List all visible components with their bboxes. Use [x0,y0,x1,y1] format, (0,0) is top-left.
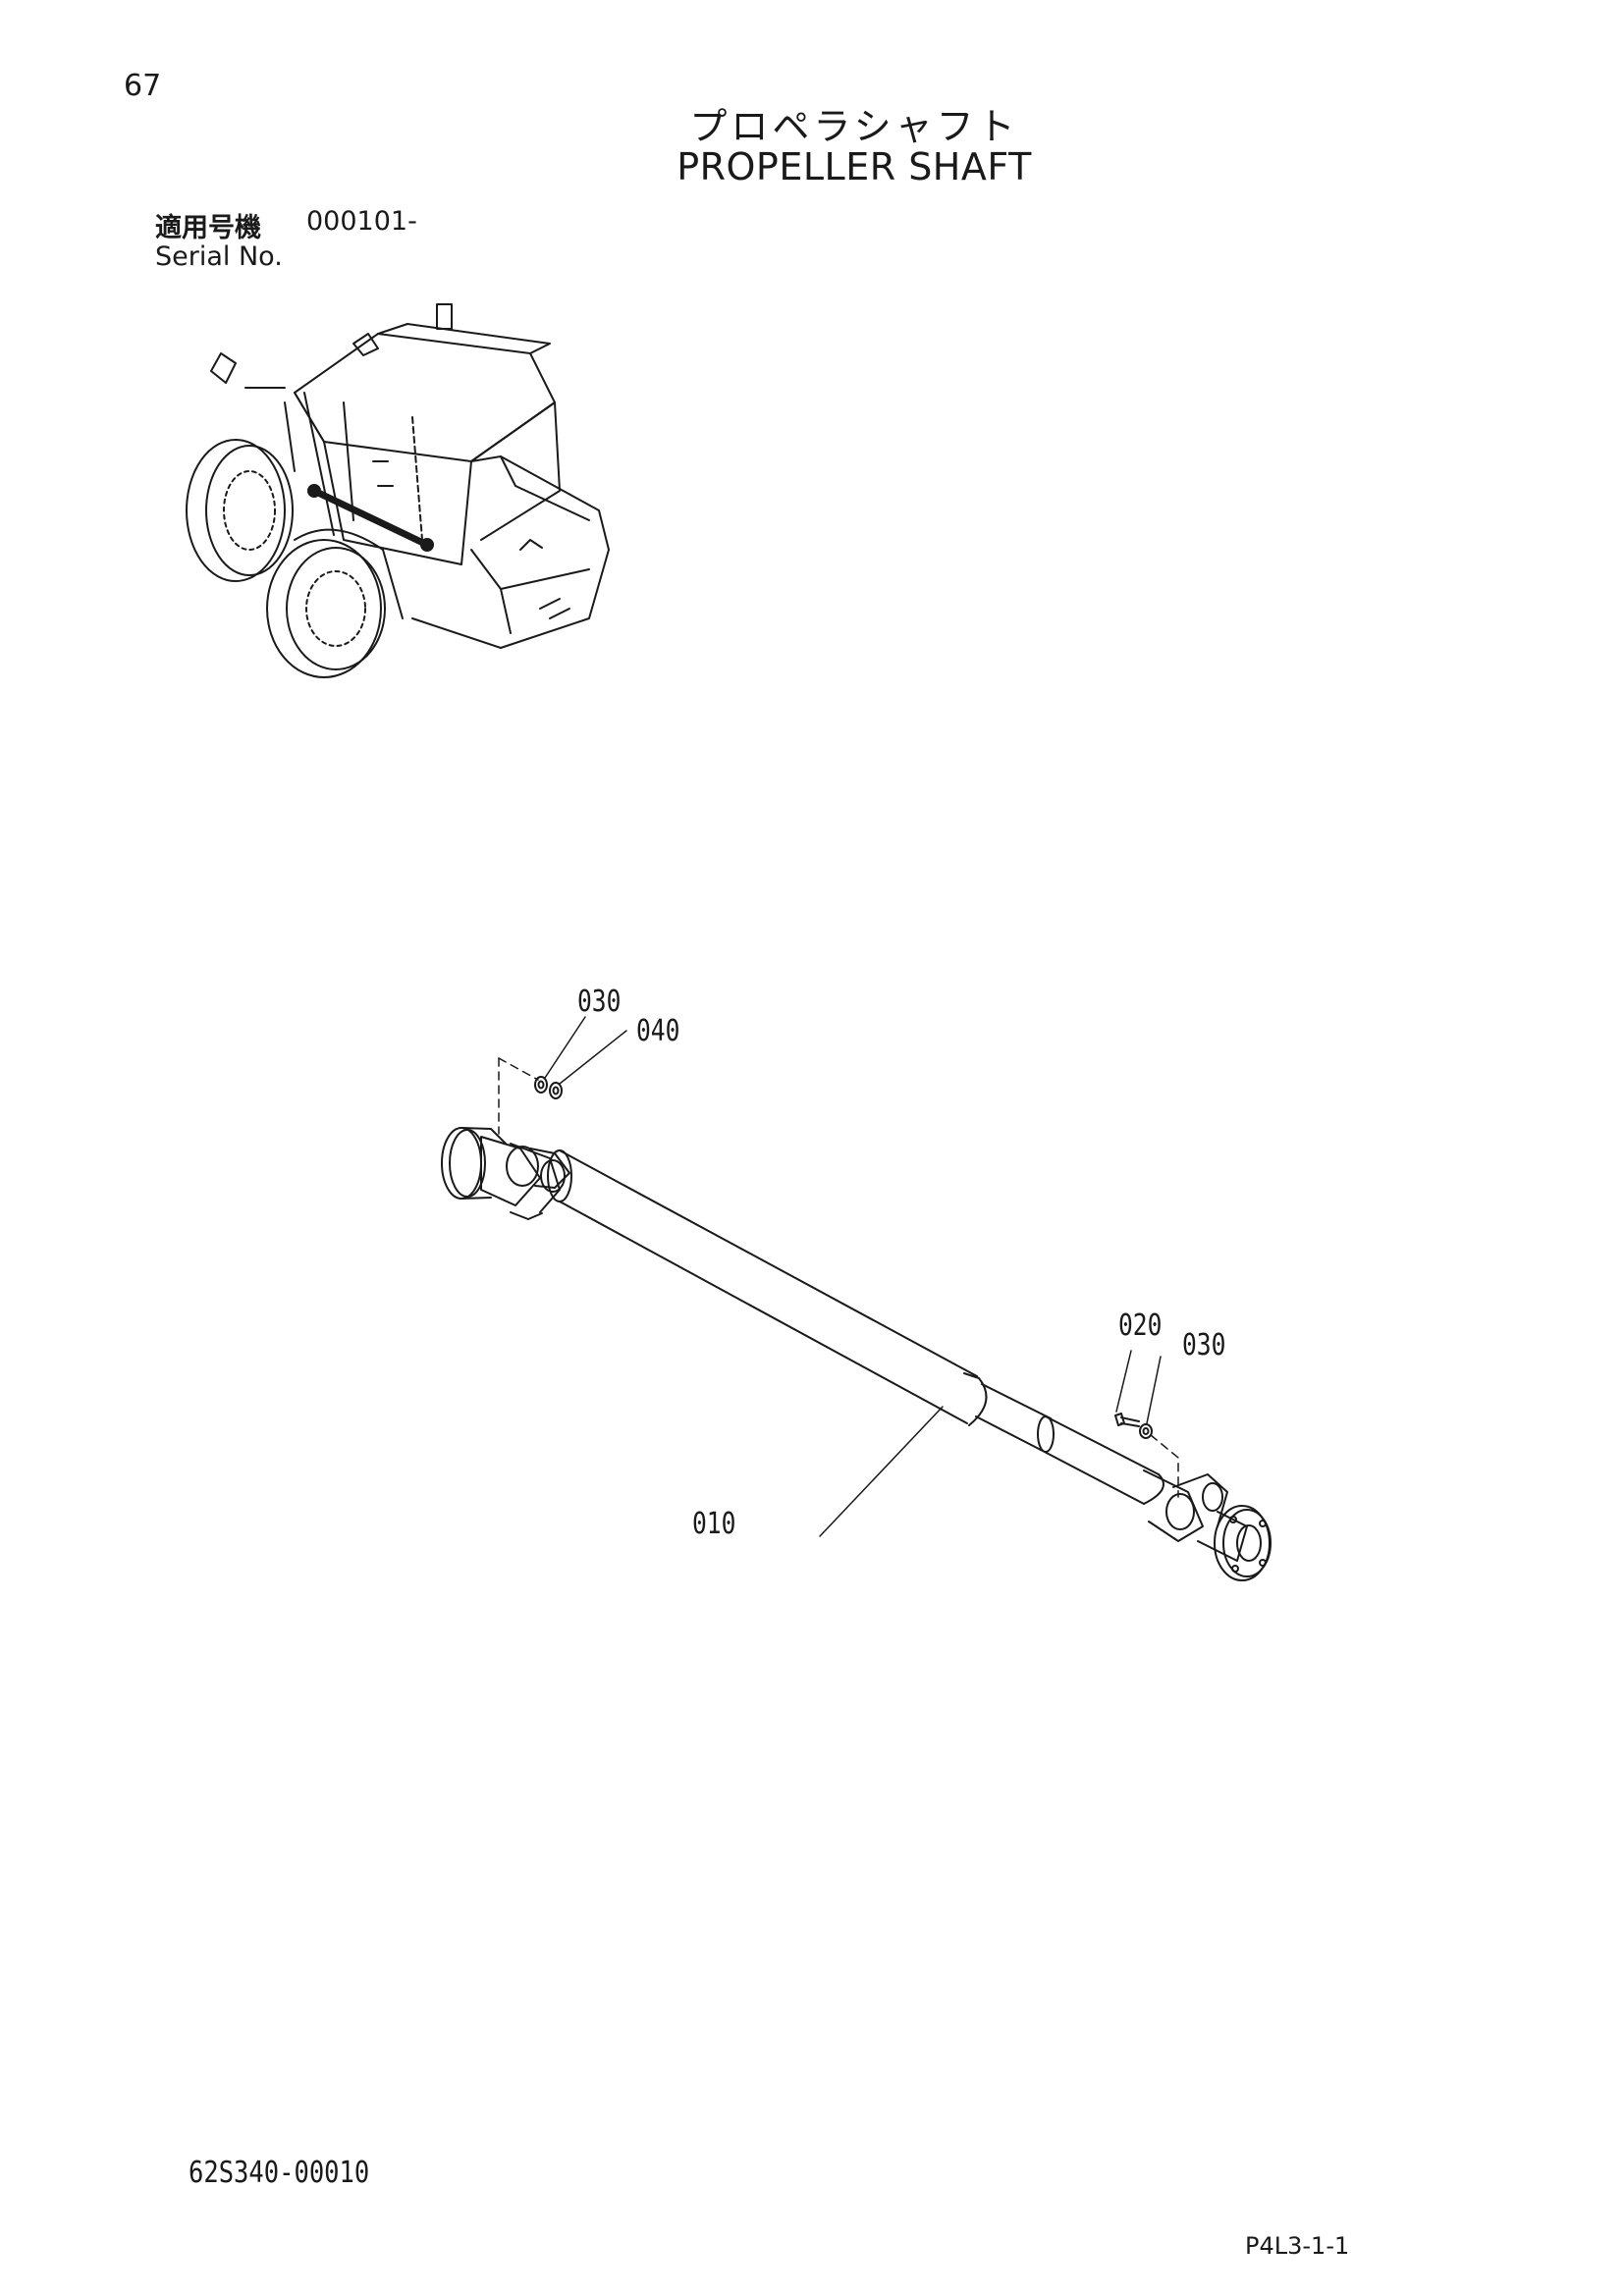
main-tube [547,1149,988,1426]
right-washer-030 [1139,1423,1153,1439]
drawing-number: 62S340-00010 [189,2156,370,2190]
left-nut-040 [549,1082,563,1099]
leader-lines [544,1016,1162,1537]
callout-030-left: 030 [577,985,622,1019]
machine-overview-illustration [186,303,610,678]
callout-010: 010 [692,1507,736,1541]
serial-label-english: Serial No. [155,241,283,272]
engine-hood-drawing [411,455,610,649]
page-code: P4L3-1-1 [1245,2232,1350,2260]
slip-joint-shaft [975,1383,1164,1505]
front-wheel-drawing [186,439,294,582]
page-title-english: PROPELLER SHAFT [677,145,1032,188]
right-flange-yoke [1143,1469,1272,1581]
rear-wheel-drawing [266,528,404,678]
callout-040: 040 [636,1014,680,1048]
serial-number-value: 000101- [306,206,417,237]
propeller-shaft-exploded-view [441,1016,1272,1581]
assembly-dash-lines [498,1057,1179,1498]
propeller-shaft-location-highlight [307,484,434,552]
page-number: 67 [124,69,162,103]
left-flange-yoke [441,1127,570,1220]
page-title-japanese: プロペラシャフト [689,105,1019,148]
right-bolt-020 [1114,1413,1140,1427]
callout-020: 020 [1118,1308,1163,1343]
callout-030-right: 030 [1182,1328,1226,1362]
serial-label-japanese: 適用号機 [155,213,261,243]
cab-drawing [210,303,561,565]
left-washer-030 [534,1076,548,1094]
